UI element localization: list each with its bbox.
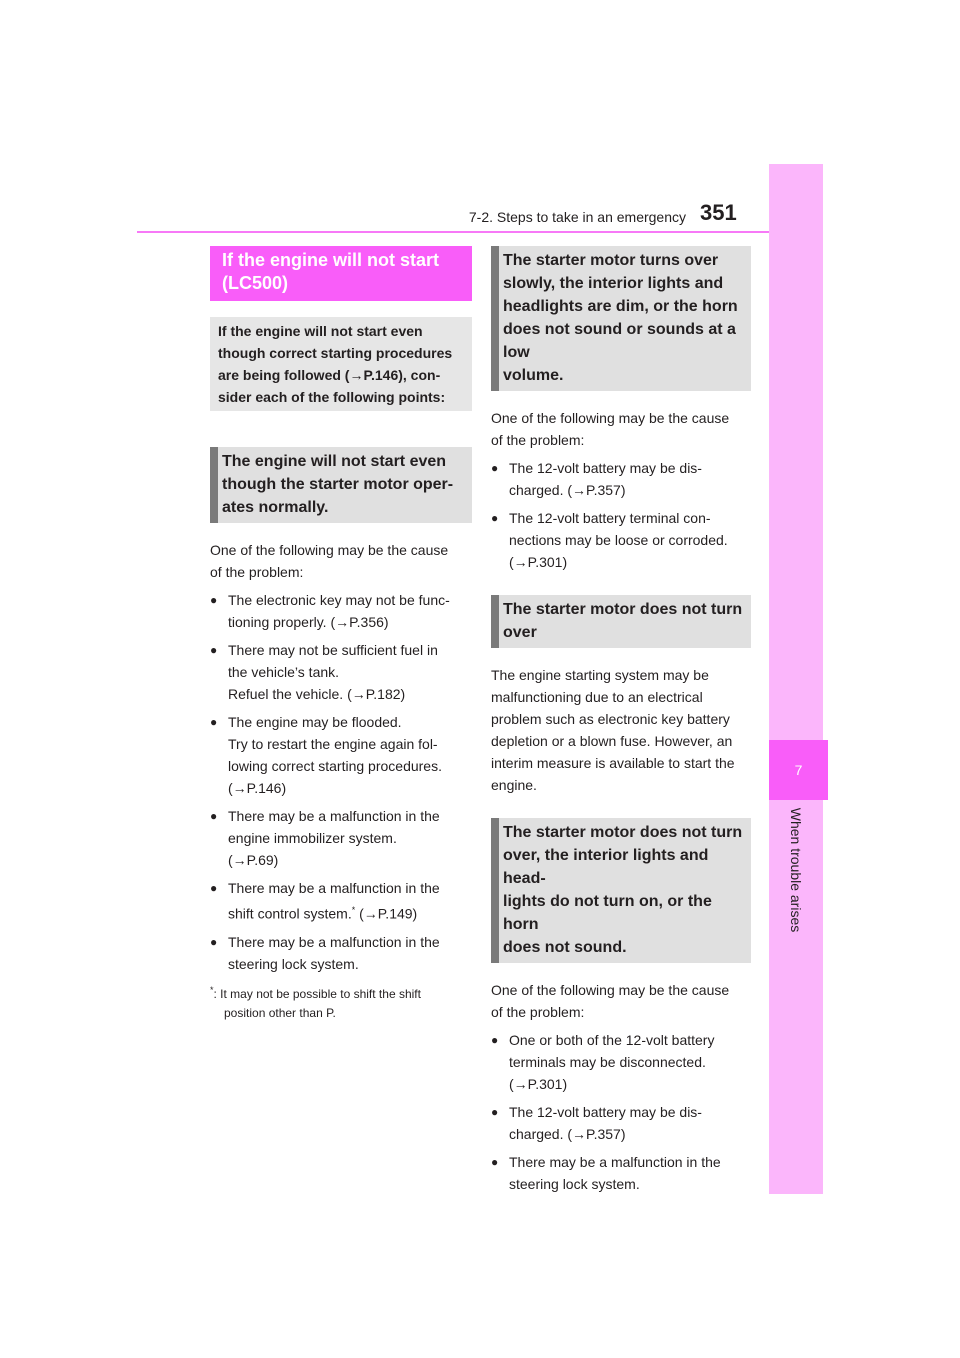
left-column: If the engine will not start (LC500) If … bbox=[210, 246, 472, 1023]
list-item: The 12-volt battery may be dis- charged.… bbox=[491, 457, 751, 501]
subheading-engine-will-not-start: The engine will not start even though th… bbox=[210, 447, 472, 523]
page-number: 351 bbox=[700, 200, 737, 225]
subheading-no-lights-no-horn: The starter motor does not turn over, th… bbox=[491, 818, 751, 963]
cause-intro: One of the following may be the cause of… bbox=[491, 982, 730, 1020]
list-item: There may be a malfunction in the engine… bbox=[210, 805, 472, 871]
subheading-starter-turns-slowly: The starter motor turns over slowly, the… bbox=[491, 246, 751, 391]
list-item: There may be a malfunction in the shift … bbox=[210, 877, 472, 925]
cause-intro: One of the following may be the cause of… bbox=[491, 410, 730, 448]
footnote-marker: * bbox=[351, 905, 356, 915]
system-note: The engine starting system may be malfun… bbox=[491, 667, 735, 793]
subheading-starter-does-not-turn: The starter motor does not turn over bbox=[491, 595, 751, 648]
list-item: The 12-volt battery may be dis- charged.… bbox=[491, 1101, 751, 1145]
chapter-number: 7 bbox=[794, 762, 803, 778]
header-divider bbox=[137, 231, 769, 233]
list-item: The 12-volt battery terminal con- nectio… bbox=[491, 507, 751, 573]
cause-intro: One of the following may be the cause of… bbox=[210, 542, 449, 580]
list-item: There may be a malfunction in the steeri… bbox=[491, 1151, 751, 1195]
intro-box: If the engine will not start even though… bbox=[210, 317, 472, 411]
chapter-number-tab[interactable]: 7 bbox=[769, 740, 828, 800]
right-column: The starter motor turns over slowly, the… bbox=[491, 246, 751, 1201]
section-title: 7-2. Steps to take in an emergency bbox=[468, 209, 686, 225]
list-item: There may be a malfunction in the steeri… bbox=[210, 931, 472, 975]
list-item: The electronic key may not be func- tion… bbox=[210, 589, 472, 633]
cause-list: The electronic key may not be func- tion… bbox=[210, 589, 472, 975]
cause-list: One or both of the 12-volt battery termi… bbox=[491, 1029, 751, 1195]
cause-list: The 12-volt battery may be dis- charged.… bbox=[491, 457, 751, 573]
list-item: There may not be sufficient fuel in the … bbox=[210, 639, 472, 705]
chapter-title: When trouble arises bbox=[788, 807, 804, 933]
list-item: One or both of the 12-volt battery termi… bbox=[491, 1029, 751, 1095]
footnote: *: It may not be possible to shift the s… bbox=[210, 984, 421, 1020]
chapter-side-tab bbox=[769, 164, 823, 1194]
main-heading: If the engine will not start (LC500) bbox=[210, 246, 472, 301]
list-item: The engine may be flooded. Try to restar… bbox=[210, 711, 472, 799]
